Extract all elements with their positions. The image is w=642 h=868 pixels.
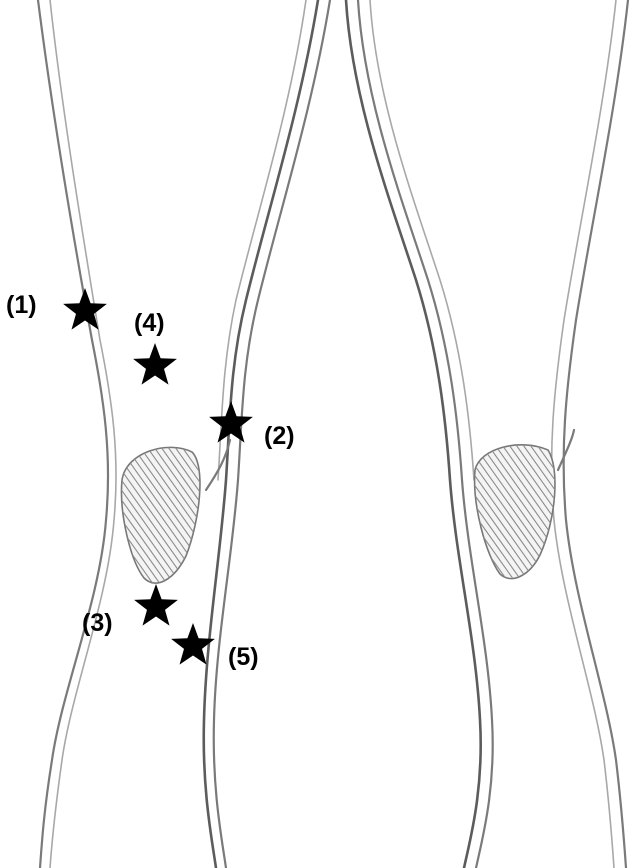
patella-left [0, 440, 357, 595]
leg-right-knee-bump [558, 430, 574, 470]
star-marker-3 [134, 584, 178, 626]
leg-right-inner-edge-3 [370, 0, 474, 480]
marker-1-label: (1) [6, 291, 37, 319]
marker-3: (3) [82, 584, 178, 637]
leg-right-outline [346, 0, 628, 868]
leg-right-inner-edge [346, 0, 481, 868]
leg-right-inner-edge-2 [358, 0, 493, 868]
patella-right [348, 435, 642, 590]
leg-right-outer-edge-inner [552, 0, 616, 868]
marker-4-label: (4) [134, 309, 165, 337]
marker-4: (4) [133, 309, 177, 385]
marker-5: (5) [171, 623, 258, 671]
star-marker-4 [133, 343, 177, 385]
marker-5-label: (5) [228, 643, 259, 671]
marker-2-label: (2) [264, 422, 295, 450]
marker-3-label: (3) [82, 609, 113, 637]
leg-left-outer-edge [38, 0, 108, 868]
star-marker-1 [63, 288, 107, 330]
star-marker-2 [209, 401, 253, 443]
